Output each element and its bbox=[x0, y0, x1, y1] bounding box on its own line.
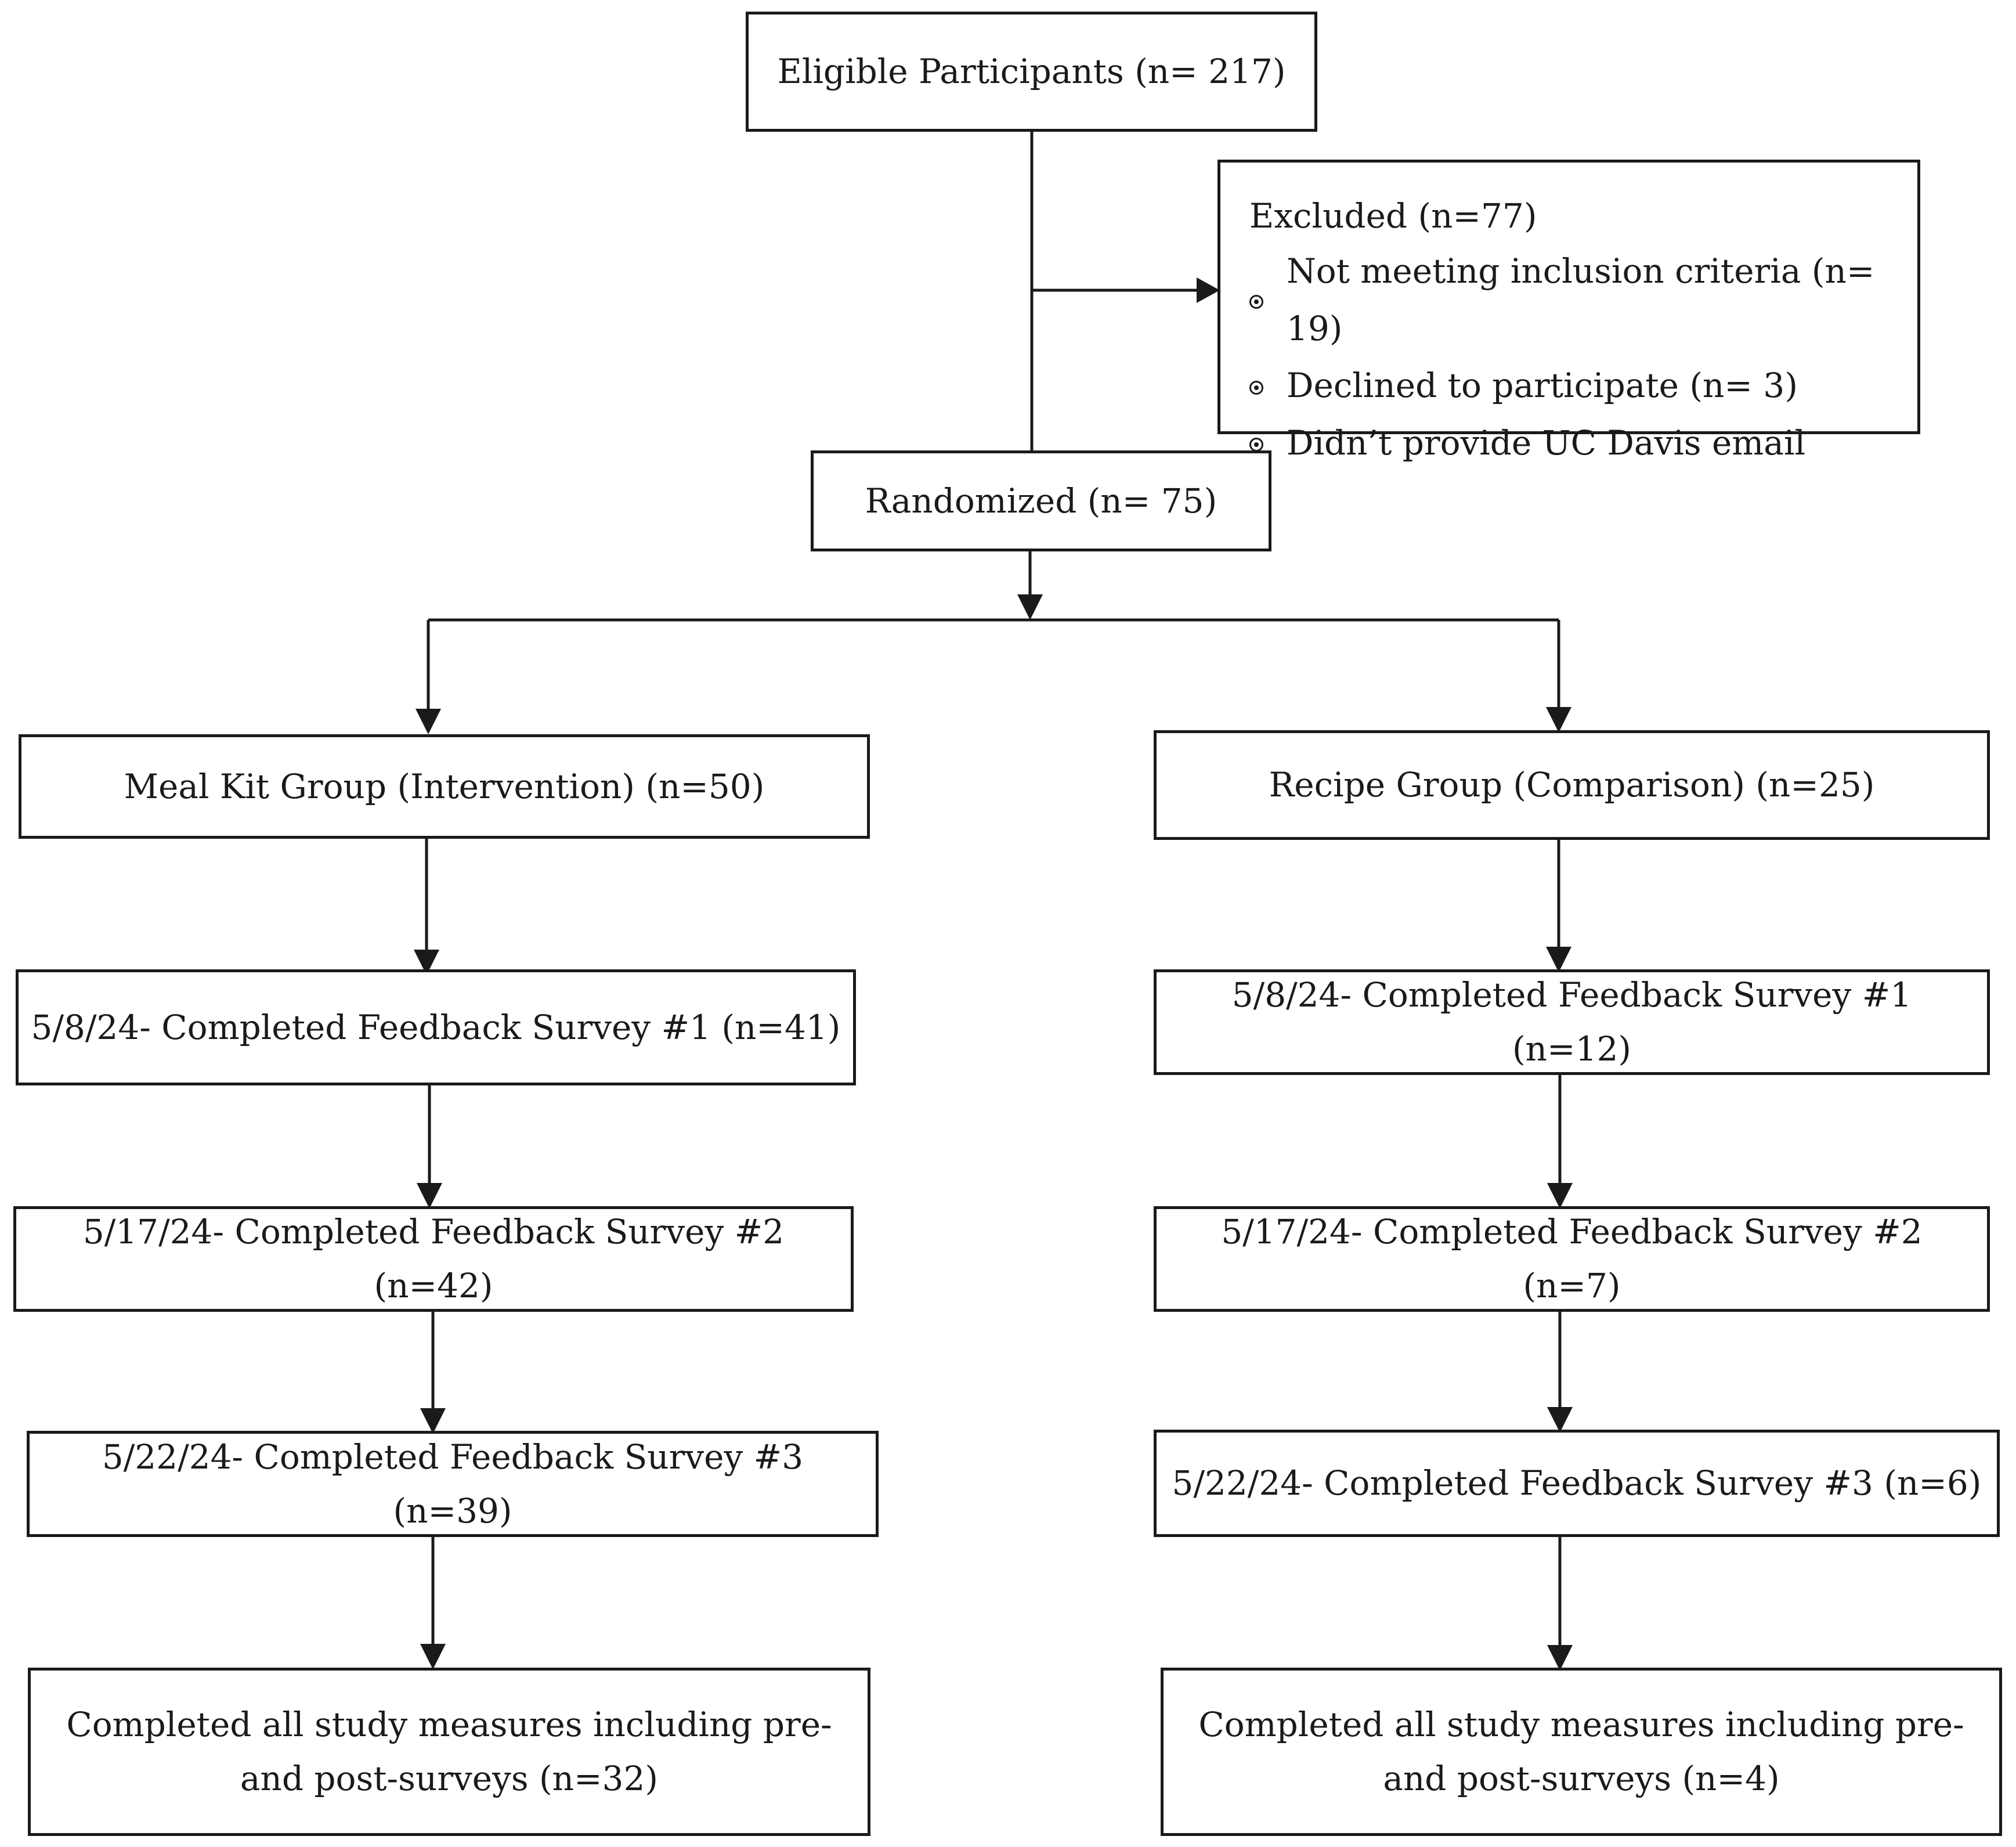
meal-kit-group-label: Meal Kit Group (Intervention) (n=50) bbox=[124, 766, 765, 806]
recipe-group-box: Recipe Group (Comparison) (n=25) bbox=[1154, 730, 1990, 840]
excluded-item: Didn’t provide UC Davis email bbox=[1249, 414, 1917, 472]
bullet-icon bbox=[1249, 294, 1263, 309]
recipe-group-label: Recipe Group (Comparison) (n=25) bbox=[1269, 765, 1875, 805]
eligible-participants-label: Eligible Participants (n= 217) bbox=[777, 52, 1286, 92]
recipe-completed-box: Completed all study measures including p… bbox=[1161, 1668, 2002, 1836]
meal-kit-completed-label: Completed all study measures including p… bbox=[55, 1698, 843, 1806]
arrow-to-recipe bbox=[1546, 707, 1571, 733]
recipe-survey2-box: 5/17/24- Completed Feedback Survey #2 (n… bbox=[1154, 1206, 1990, 1312]
meal-kit-group-box: Meal Kit Group (Intervention) (n=50) bbox=[19, 734, 870, 839]
excluded-item-label: Declined to participate (n= 3) bbox=[1287, 366, 1798, 406]
recipe-survey1-label: 5/8/24- Completed Feedback Survey #1 (n=… bbox=[1231, 975, 1912, 1069]
meal-kit-survey3-label: 5/22/24- Completed Feedback Survey #3 (n… bbox=[102, 1437, 804, 1531]
randomized-box: Randomized (n= 75) bbox=[811, 450, 1271, 551]
meal-kit-survey3-box: 5/22/24- Completed Feedback Survey #3 (n… bbox=[27, 1431, 879, 1537]
recipe-survey3-label: 5/22/24- Completed Feedback Survey #3 (n… bbox=[1172, 1463, 1982, 1503]
excluded-list: Not meeting inclusion criteria (n= 19) D… bbox=[1249, 243, 1917, 471]
bullet-icon bbox=[1249, 380, 1263, 395]
excluded-title: Excluded (n=77) bbox=[1249, 196, 1537, 236]
arrow-to-split bbox=[1017, 594, 1043, 620]
excluded-item-label: Not meeting inclusion criteria (n= 19) bbox=[1287, 251, 1875, 348]
recipe-survey1-box: 5/8/24- Completed Feedback Survey #1 (n=… bbox=[1154, 969, 1990, 1075]
meal-kit-completed-box: Completed all study measures including p… bbox=[28, 1668, 870, 1836]
excluded-item: Declined to participate (n= 3) bbox=[1249, 357, 1917, 414]
meal-kit-survey2-label: 5/17/24- Completed Feedback Survey #2 (n… bbox=[82, 1212, 785, 1305]
excluded-item: Not meeting inclusion criteria (n= 19) bbox=[1249, 243, 1917, 357]
recipe-completed-line2: and post-surveys (n=4) bbox=[1383, 1759, 1780, 1798]
excluded-item-label: Didn’t provide UC Davis email bbox=[1287, 423, 1805, 463]
recipe-survey3-box: 5/22/24- Completed Feedback Survey #3 (n… bbox=[1154, 1430, 2000, 1537]
recipe-completed-line1: Completed all study measures including p… bbox=[1198, 1705, 1964, 1745]
meal-kit-survey2-box: 5/17/24- Completed Feedback Survey #2 (n… bbox=[13, 1206, 854, 1312]
meal-kit-completed-line2: and post-surveys (n=32) bbox=[240, 1759, 659, 1798]
meal-kit-survey1-label: 5/8/24- Completed Feedback Survey #1 (n=… bbox=[31, 1007, 841, 1047]
recipe-survey2-label: 5/17/24- Completed Feedback Survey #2 (n… bbox=[1221, 1212, 1923, 1305]
meal-kit-completed-line1: Completed all study measures including p… bbox=[66, 1705, 832, 1745]
excluded-box: Excluded (n=77) Not meeting inclusion cr… bbox=[1217, 160, 1920, 463]
arrow-to-meal-kit bbox=[416, 709, 441, 734]
recipe-completed-label: Completed all study measures including p… bbox=[1187, 1698, 1975, 1806]
randomized-label: Randomized (n= 75) bbox=[865, 481, 1217, 521]
meal-kit-survey1-box: 5/8/24- Completed Feedback Survey #1 (n=… bbox=[16, 969, 856, 1085]
bullet-icon bbox=[1249, 438, 1263, 452]
eligible-participants-box: Eligible Participants (n= 217) bbox=[746, 12, 1317, 132]
arrow-to-excluded bbox=[1197, 277, 1220, 303]
